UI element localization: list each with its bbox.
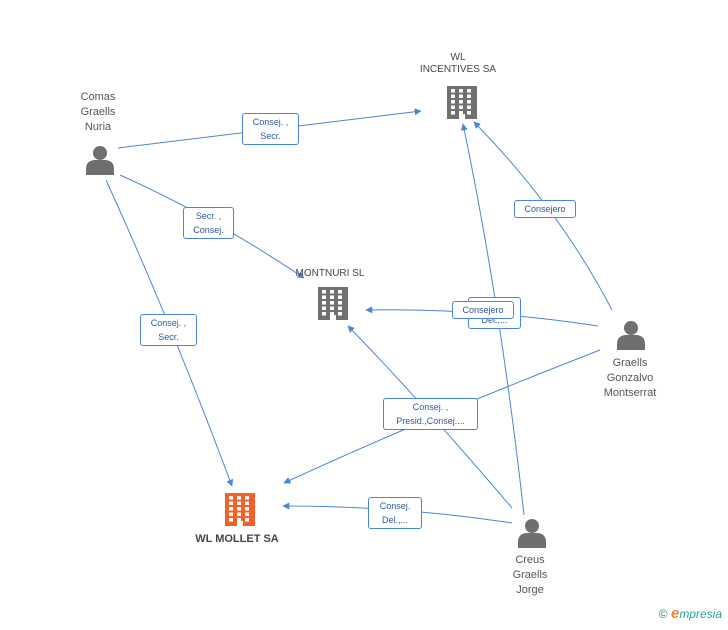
node-creus[interactable]	[518, 519, 546, 548]
building-icon	[318, 287, 348, 320]
montnuri-label: MONTNURI SL	[295, 268, 365, 279]
wl-mollet-label: WL MOLLET SA	[195, 533, 279, 545]
node-wl-incentives[interactable]	[447, 86, 477, 119]
edge-label-graells-montnuri[interactable]: Consejero	[452, 301, 514, 319]
node-wl-mollet[interactable]	[225, 493, 255, 526]
graells-label: Graells Gonzalvo Montserrat	[603, 357, 657, 399]
building-icon	[225, 493, 255, 526]
edge-label-comas-montnuri[interactable]: Secr. , Consej.	[183, 207, 234, 239]
copyright-symbol: ©	[658, 607, 668, 621]
building-icon	[447, 86, 477, 119]
person-icon	[518, 519, 546, 548]
brand-name: mpresia	[679, 607, 722, 621]
empresia-watermark: © empresia	[659, 605, 722, 622]
node-comas[interactable]	[86, 146, 114, 175]
person-icon	[617, 321, 645, 350]
brand-initial: e	[670, 605, 680, 622]
node-montnuri[interactable]	[318, 287, 348, 320]
creus-label: Creus Graells Jorge	[512, 554, 548, 596]
node-graells[interactable]	[617, 321, 645, 350]
person-icon	[86, 146, 114, 175]
edge-label-comas-wl-incentives[interactable]: Consej. , Secr.	[242, 113, 299, 145]
edge-label-graells-wl-incentives[interactable]: Consejero	[514, 200, 576, 218]
comas-label: Comas Graells Nuria	[80, 91, 116, 133]
edge-label-graells-wl-mollet[interactable]: Consej. , Presid.,Consej....	[383, 398, 478, 430]
wl-incentives-label: WL INCENTIVES SA	[419, 52, 497, 75]
edge-label-creus-wl-mollet[interactable]: Consej. Del.,...	[368, 497, 422, 529]
edge-label-comas-wl-mollet[interactable]: Consej. , Secr.	[140, 314, 197, 346]
